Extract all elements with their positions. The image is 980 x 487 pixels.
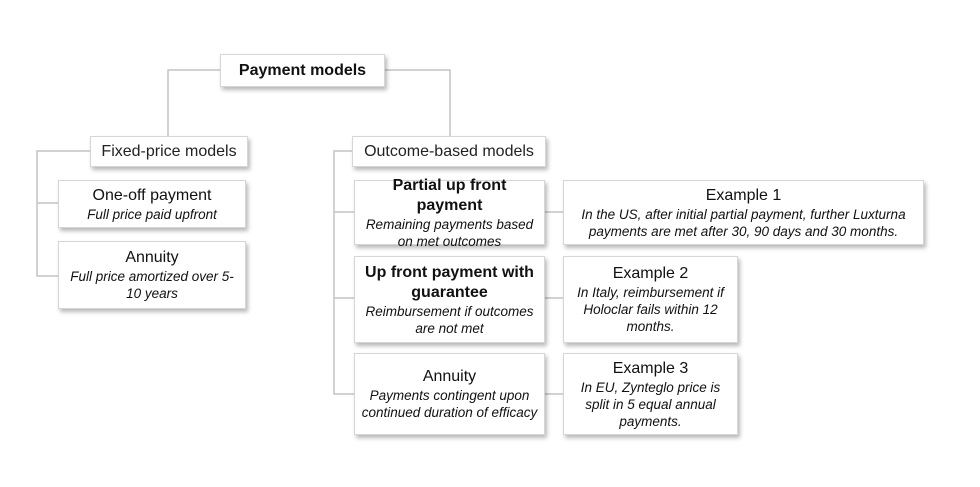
outcome-item-desc: Reimbursement if outcomes are not met bbox=[365, 303, 534, 336]
fixed-item-desc: Full price paid upfront bbox=[87, 206, 217, 222]
outcome-item-title: Partial up front payment bbox=[392, 176, 507, 214]
outcome-based-title: Outcome-based models bbox=[364, 142, 534, 160]
outcome-item-guarantee: Up front payment with guarantee Reimburs… bbox=[354, 256, 545, 343]
fixed-price-category: Fixed-price models bbox=[90, 136, 248, 167]
example-2: Example 2 In Italy, reimbursement if Hol… bbox=[563, 256, 738, 343]
example-3: Example 3 In EU, Zynteglo price is split… bbox=[563, 353, 738, 435]
fixed-item-one-off: One-off payment Full price paid upfront bbox=[58, 180, 246, 228]
connector-fixed-spine bbox=[36, 150, 90, 277]
outcome-item-desc: Remaining payments based on met outcomes bbox=[365, 216, 534, 249]
connector-root-outcome bbox=[385, 69, 451, 138]
fixed-item-annuity: Annuity Full price amortized over 5-10 y… bbox=[58, 241, 246, 309]
outcome-item-title: Up front payment with guarantee bbox=[365, 263, 534, 301]
outcome-item-title: Annuity bbox=[422, 368, 477, 385]
example-desc: In EU, Zynteglo price is split in 5 equa… bbox=[580, 379, 721, 429]
fixed-item-title: One-off payment bbox=[92, 186, 212, 204]
outcome-item-partial: Partial up front payment Remaining payme… bbox=[354, 177, 545, 249]
fixed-item-title: Annuity bbox=[125, 249, 179, 266]
outcome-based-category: Outcome-based models bbox=[352, 136, 546, 167]
connector-outcome-spine bbox=[333, 150, 354, 395]
example-title: Example 1 bbox=[705, 186, 782, 204]
fixed-price-title: Fixed-price models bbox=[101, 142, 237, 160]
root-title: Payment models bbox=[238, 61, 367, 79]
outcome-item-desc: Payments contingent upon continued durat… bbox=[361, 388, 538, 420]
connector-root-fixed bbox=[167, 69, 220, 138]
example-1: Example 1 In the US, after initial parti… bbox=[563, 180, 924, 245]
example-title: Example 2 bbox=[612, 265, 689, 282]
root-node: Payment models bbox=[220, 54, 385, 87]
example-title: Example 3 bbox=[612, 359, 689, 377]
outcome-item-annuity: Annuity Payments contingent upon continu… bbox=[354, 353, 545, 435]
fixed-item-desc: Full price amortized over 5-10 years bbox=[70, 269, 234, 301]
example-desc: In Italy, reimbursement if Holoclar fail… bbox=[577, 285, 724, 334]
example-desc: In the US, after initial partial payment… bbox=[581, 206, 906, 239]
